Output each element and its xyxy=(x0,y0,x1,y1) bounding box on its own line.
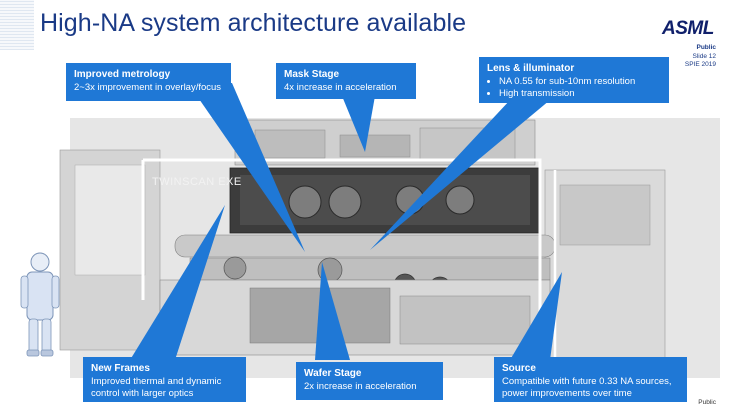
lens-pointer xyxy=(370,100,550,250)
callout-body: 2x increase in acceleration xyxy=(304,381,417,392)
wafer-stage-pointer xyxy=(315,262,350,360)
vessel-port xyxy=(445,185,475,215)
callout-heading: New Frames xyxy=(91,363,150,374)
mask-stage-pointer xyxy=(342,96,375,152)
callout-mask-stage: Mask Stage 4x increase in acceleration xyxy=(276,63,416,99)
lens-barrel xyxy=(174,234,556,258)
callout-bullet-list: NA 0.55 for sub-10nm resolution High tra… xyxy=(487,76,661,100)
callout-body: 4x increase in acceleration xyxy=(284,82,397,93)
callout-heading: Mask Stage xyxy=(284,69,340,80)
twinscan-frame-outline xyxy=(141,158,542,380)
callout-body: Compatible with future 0.33 NA sources, … xyxy=(502,376,672,399)
callout-heading: Wafer Stage xyxy=(304,368,362,379)
footer-label: Public xyxy=(698,399,716,406)
callout-body: 2~3x improvement in overlay/focus xyxy=(74,82,222,93)
event-label: SPIE 2019 xyxy=(684,61,716,68)
callout-body: Improved thermal and dynamic control wit… xyxy=(91,376,222,399)
slide-title: High-NA system architecture available xyxy=(40,9,467,37)
cleanroom-person-figure xyxy=(20,252,60,357)
callout-heading: Source xyxy=(502,363,536,374)
callout-heading: Lens & illuminator xyxy=(487,63,575,74)
slide-number: Slide 12 xyxy=(692,52,717,60)
source-pointer xyxy=(510,272,562,360)
callout-heading: Improved metrology xyxy=(74,69,171,80)
left-cabinet-panel xyxy=(74,164,146,276)
frames-pointer xyxy=(130,205,225,360)
bullet-item: High transmission xyxy=(499,88,661,100)
callout-source: Source Compatible with future 0.33 NA so… xyxy=(494,357,687,402)
bullet-item: NA 0.55 for sub-10nm resolution xyxy=(499,76,661,88)
source-panel xyxy=(559,184,651,246)
slide-meta: Public Slide 12 SPIE 2019 xyxy=(685,44,716,70)
callout-wafer-stage: Wafer Stage 2x increase in acceleration xyxy=(296,362,443,400)
twinscan-watermark: TWINSCAN EXE xyxy=(152,176,242,188)
optics-mount xyxy=(223,256,247,280)
mask-stage-rails xyxy=(339,134,411,158)
callout-metrology: Improved metrology 2~3x improvement in o… xyxy=(66,63,231,101)
reticle-housing xyxy=(254,129,326,159)
stage-panel xyxy=(399,295,531,345)
vessel-port xyxy=(288,185,322,219)
corner-stripes xyxy=(0,0,34,50)
callout-lens-illuminator: Lens & illuminator NA 0.55 for sub-10nm … xyxy=(479,57,669,103)
callout-new-frames: New Frames Improved thermal and dynamic … xyxy=(83,357,246,402)
asml-logo: ASML xyxy=(662,18,714,39)
classification-label: Public xyxy=(696,44,716,51)
metrology-pointer xyxy=(188,83,305,252)
vessel-port xyxy=(328,185,362,219)
